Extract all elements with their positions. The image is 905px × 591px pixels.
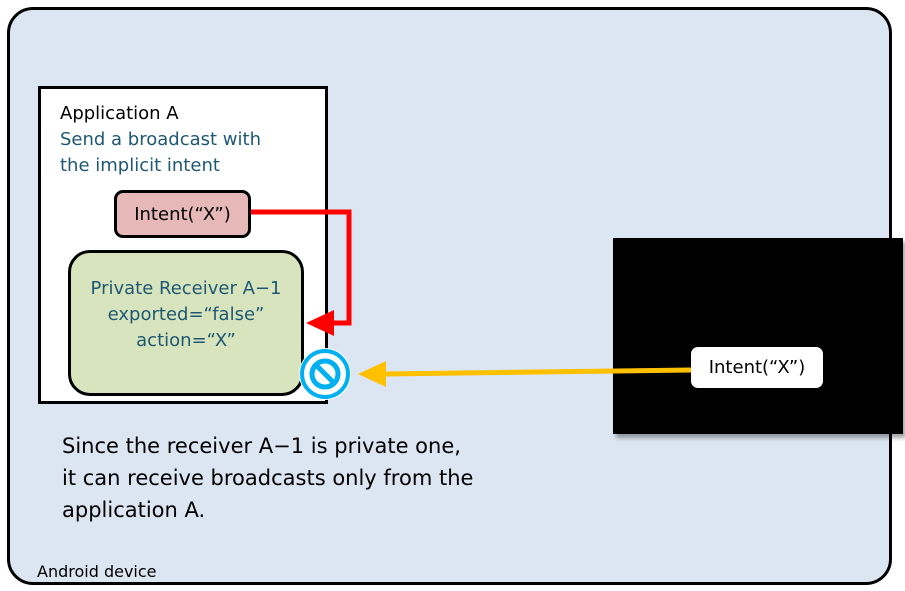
blocked-broadcast-arrow: [383, 367, 692, 377]
application-a-desc-line2: the implicit intent: [60, 155, 220, 176]
note-line3: application A.: [62, 498, 206, 522]
allowed-broadcast-arrow: [251, 209, 352, 326]
application-c-title: Application C: [635, 252, 741, 271]
application-a-text: Application A Send a broadcast with the …: [60, 101, 261, 179]
application-a-title: Application A: [60, 103, 179, 124]
note-line2: it can receive broadcasts only from the: [62, 466, 474, 490]
prohibited-icon: [299, 348, 351, 400]
note-line1: Since the receiver A−1 is private one,: [62, 434, 461, 458]
explanation-note: Since the receiver A−1 is private one, i…: [62, 430, 473, 526]
application-c-box: [613, 238, 903, 434]
application-c-text: Application C Send a broadcast with the …: [635, 252, 814, 309]
blocked-arrowhead: [358, 361, 386, 387]
receiver-action: action=“X”: [136, 330, 236, 351]
device-label: Android device: [37, 562, 157, 581]
receiver-exported: exported=“false”: [107, 304, 265, 325]
intent-x-a: Intent(“X”): [114, 190, 251, 238]
receiver-name: Private Receiver A−1: [90, 278, 282, 299]
application-a-desc-line1: Send a broadcast with: [60, 129, 261, 150]
intent-x-c: Intent(“X”): [691, 347, 823, 388]
application-c-desc-line2: the implicit intent: [635, 290, 778, 309]
private-receiver-a1: Private Receiver A−1 exported=“false” ac…: [68, 250, 304, 396]
allowed-arrowhead: [306, 310, 334, 336]
application-c-desc-line1: Send a broadcast with: [635, 271, 814, 290]
